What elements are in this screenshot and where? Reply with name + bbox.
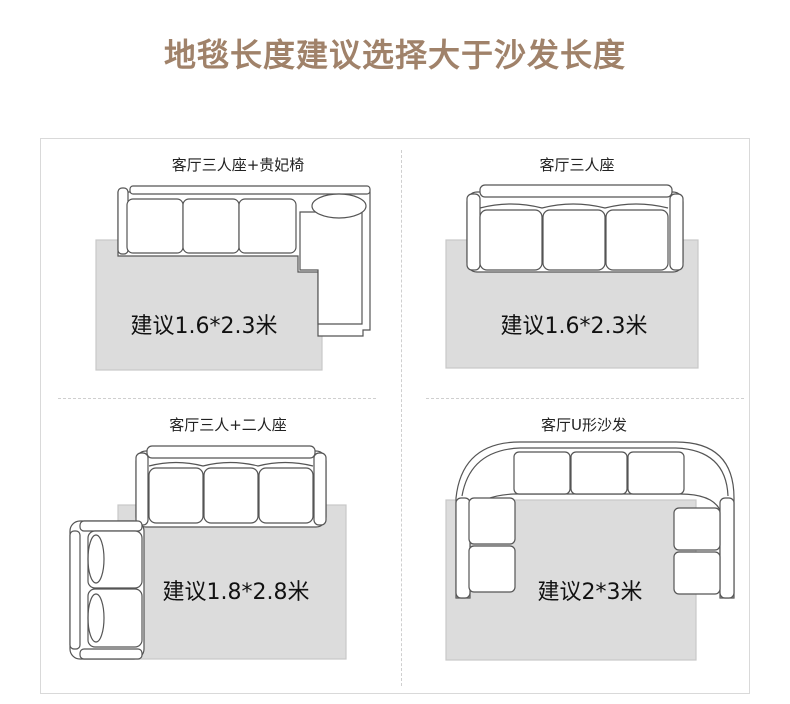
rug-3: [117, 504, 347, 660]
rug-size-label-4: 建议2*3米: [537, 580, 643, 605]
u-sofa-illustration: [445, 441, 735, 661]
caption-u-sofa: 客厅U形沙发: [541, 416, 627, 434]
caption-three-seat: 客厅三人座: [539, 156, 615, 174]
vertical-divider: [401, 150, 402, 686]
horizontal-divider-right: [426, 398, 744, 399]
caption-sofa-chaise: 客厅三人座+贵妃椅: [171, 156, 305, 174]
layout-panel: [40, 138, 750, 694]
rug-size-label-1: 建议1.6*2.3米: [130, 314, 278, 339]
rug-size-label-3: 建议1.8*2.8米: [162, 580, 310, 605]
page-title: 地毯长度建议选择大于沙发长度: [163, 36, 626, 74]
rug-size-label-2: 建议1.6*2.3米: [500, 314, 648, 339]
three-seat-illustration: [445, 184, 699, 369]
caption-three-plus-two: 客厅三人+二人座: [169, 416, 287, 434]
horizontal-divider-left: [58, 398, 376, 399]
sofa-chaise-illustration: [95, 185, 371, 371]
rug-1: [95, 239, 323, 371]
three-plus-two-illustration: [69, 445, 347, 660]
